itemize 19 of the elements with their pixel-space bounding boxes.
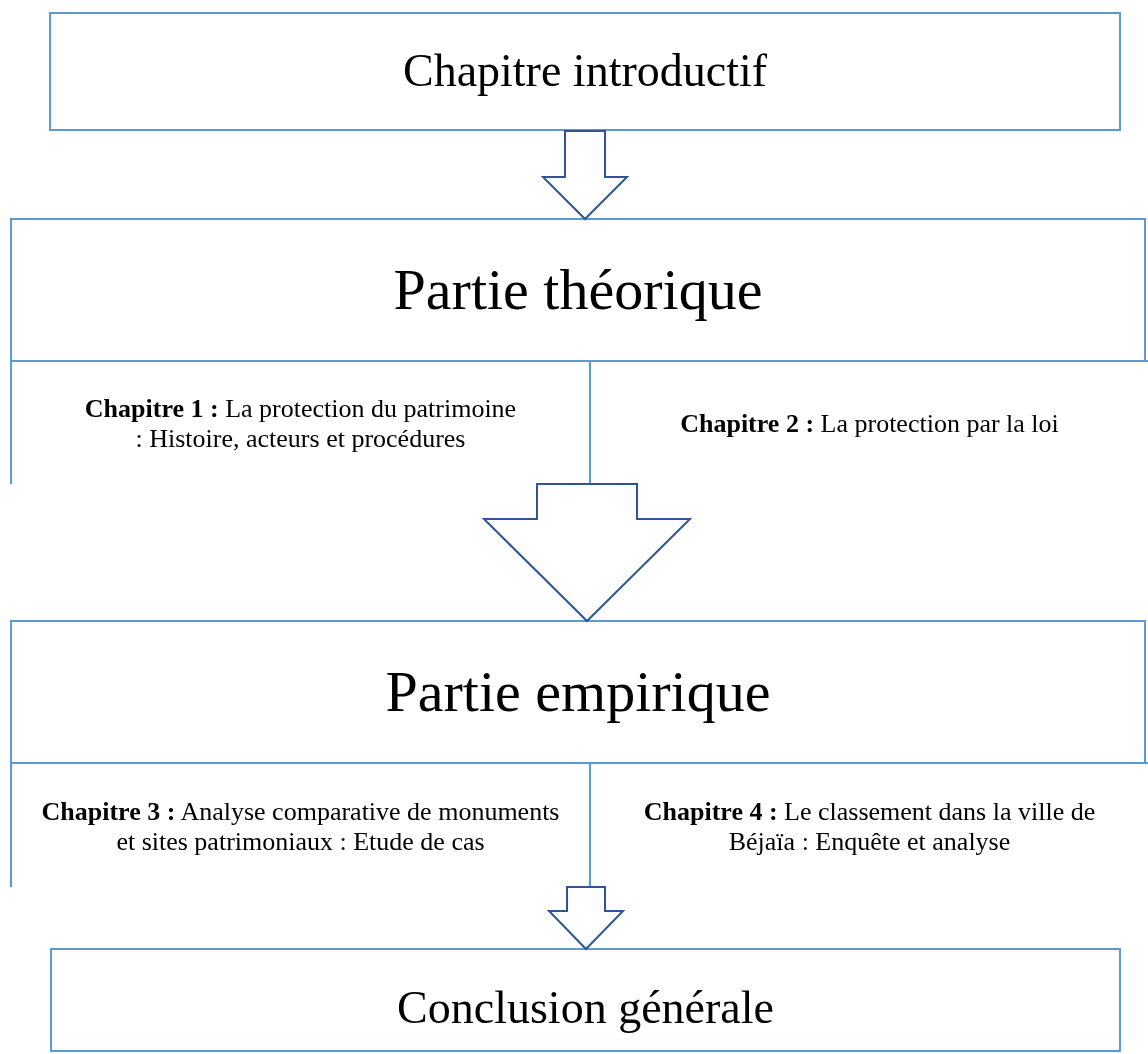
chapter-cell bbox=[12, 762, 589, 887]
heading-text: Partie théorique bbox=[393, 256, 763, 324]
chapter-text: Chapitre 4 : Le classement dans la ville de Béjaïa : Enquête et analyse bbox=[642, 796, 1097, 857]
chapter-text: Chapitre 2 : La protection par la loi bbox=[680, 409, 1059, 439]
chapter-text: Chapitre 3 : Analyse comparative de monuments et sites patrimoniaux : Etude de cas bbox=[40, 796, 561, 857]
process-box bbox=[50, 948, 1121, 1052]
block-arrow bbox=[481, 483, 693, 623]
chapter-cell bbox=[589, 360, 1148, 484]
block-arrow bbox=[540, 130, 630, 221]
section-panel bbox=[10, 218, 1146, 484]
chapter-cell bbox=[12, 360, 589, 484]
heading-text: Partie empirique bbox=[385, 658, 771, 726]
chapter-cell bbox=[589, 762, 1148, 887]
process-box bbox=[49, 12, 1121, 131]
block-arrow bbox=[546, 886, 626, 951]
chapter-text: Chapitre 1 : La protection du patrimoine : Histoire, acteurs et procédures bbox=[83, 394, 518, 454]
heading-text: Conclusion générale bbox=[397, 981, 774, 1035]
section-panel bbox=[10, 620, 1146, 887]
heading-text: Chapitre introductif bbox=[402, 45, 768, 98]
